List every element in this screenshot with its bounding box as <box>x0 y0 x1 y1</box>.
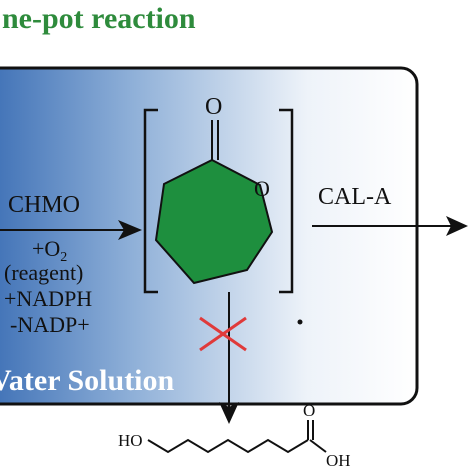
right-bracket <box>279 108 294 294</box>
left-bracket <box>143 108 158 294</box>
chmo-enzyme-label: CHMO <box>8 192 80 218</box>
chmo-arrow <box>0 220 142 240</box>
cal-a-arrow <box>312 216 468 236</box>
oxygen-reagent-label: +O2 <box>32 236 67 265</box>
carbonyl-oxygen-label: O <box>205 94 222 120</box>
ring-oxygen-label: O <box>254 176 270 201</box>
cal-a-enzyme-label: CAL-A <box>318 184 392 210</box>
product-carbonyl-oxygen-label: O <box>303 401 315 420</box>
product-hydroxyl-label: HO <box>118 431 143 450</box>
hydroxy-acid-product <box>147 420 327 454</box>
nadph-label: +NADPH <box>4 286 92 311</box>
small-dot <box>297 319 303 325</box>
product-acid-oh-label: OH <box>326 451 351 470</box>
reagent-note: (reagent) <box>4 260 83 285</box>
water-solution-label: Vater Solution <box>0 364 175 397</box>
lactone-ring <box>154 158 274 285</box>
diagram-title: ne-pot reaction <box>2 2 196 35</box>
blocked-pathway-arrow <box>219 292 239 424</box>
blocked-cross-icon <box>199 316 247 352</box>
nadp-label: -NADP+ <box>10 312 90 337</box>
